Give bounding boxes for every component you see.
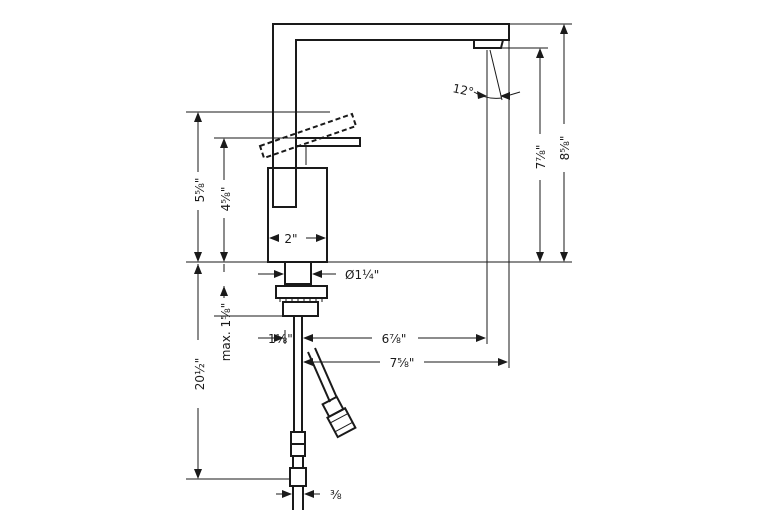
label-body-width: 2" [284,232,297,246]
label-reach-total: 7⅝" [390,356,415,370]
label-shank-offset: 1⅛" [268,332,293,346]
mounting-plate [275,285,328,299]
spout [272,23,510,208]
label-lever-height: 5⅝" [193,178,207,203]
hose-fitting-upper [290,431,306,445]
label-spout-height: 8⅝" [558,136,572,161]
label-outlet-height: 7⅞" [534,145,548,170]
aerator [473,39,504,49]
threaded-rod [282,301,319,317]
hose-fitting-lower [290,443,306,468]
dimension-reach-outlet: 6⅞" [303,332,486,346]
supply-hose [293,316,303,432]
faucet-outline [258,23,510,510]
label-max-deck: max. 1⅝" [219,303,233,362]
dimension-shank-offset: 1⅛" [258,332,293,346]
shank [284,262,312,285]
lever-closed [296,137,361,147]
label-spray-angle: 12° [451,81,475,99]
connector-tail [292,486,304,510]
label-shank-diameter: Ø1¼" [345,268,379,282]
dimension-below-deck: 20½" [193,264,207,479]
dimension-outlet-height: 7⅞" [534,48,548,262]
lever-open [258,112,358,160]
lever-stem [296,145,307,165]
dimension-reach-total: 7⅝" [303,356,508,370]
diagonal-hose [307,347,338,403]
dimension-spray-angle: 12° [451,81,521,100]
dimension-max-deck: max. 1⅝" [219,264,233,361]
label-below-deck: 20½" [193,358,207,390]
reference-lines [186,23,572,480]
connector-nut [289,467,307,487]
label-body-height: 4⅝" [219,187,233,212]
dimension-shank-diameter: Ø1¼" [258,268,379,282]
dimension-connection: ⅜ [276,486,342,502]
dimension-lever-height: 5⅝" [193,112,207,262]
dimension-spout-height: 8⅝" [558,24,572,262]
dimension-body-width: 2" [269,232,326,246]
faucet-body [267,167,328,263]
label-connection: ⅜ [330,488,342,502]
label-reach-outlet: 6⅞" [382,332,407,346]
diagonal-fitting [321,395,357,439]
dimension-body-height: 4⅝" [219,138,233,262]
